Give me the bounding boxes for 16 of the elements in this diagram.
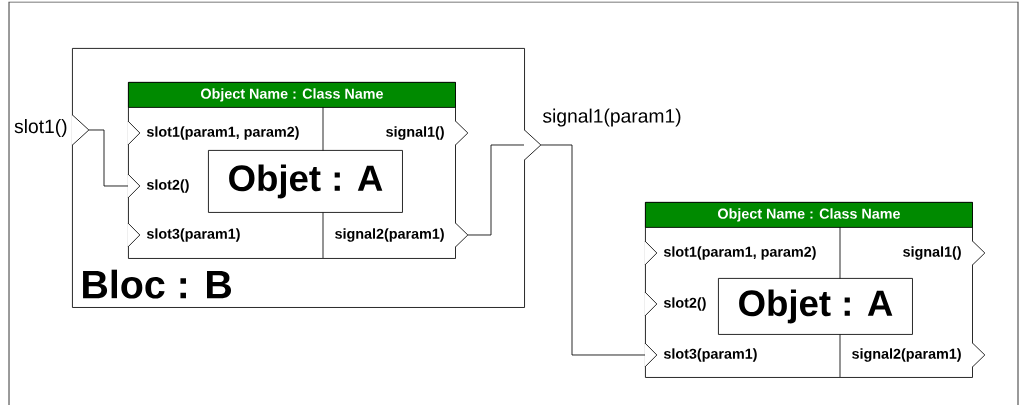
connector [467,144,525,236]
port: signal2(param1) [852,342,986,368]
port: slot1(param1, param2) [644,240,816,266]
object-label-box: Objet : A [208,150,403,213]
port: signal1() [903,240,986,266]
port: signal1() [386,120,469,146]
connector [540,144,646,356]
port: slot1(param1, param2) [127,120,299,146]
connector [88,129,129,187]
object-label-box: Objet : A [718,278,913,335]
port: slot2() [644,291,706,317]
port: slot3(param1) [127,222,240,248]
port: slot3(param1) [644,342,757,368]
port: slot2() [127,173,189,199]
port: signal2(param1) [335,222,469,248]
port: signal1(param1) [523,108,681,161]
